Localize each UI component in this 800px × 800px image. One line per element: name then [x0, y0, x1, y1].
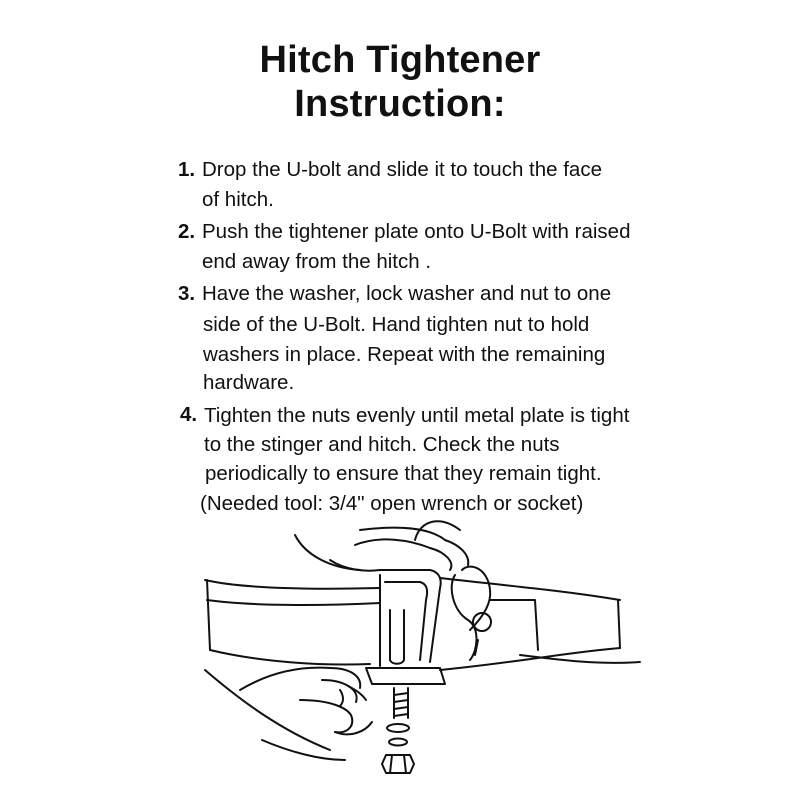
step-number: 4.	[180, 403, 198, 426]
stinger-bar	[439, 577, 641, 671]
step-text-line: Have the washer, lock washer and nut to …	[202, 282, 612, 305]
step-number: 3.	[178, 282, 196, 305]
u-bolt	[389, 609, 409, 719]
step-number: 1.	[178, 158, 196, 181]
hitch-receiver	[204, 579, 381, 666]
tightener-plate	[365, 569, 446, 685]
step-text-line: of hitch.	[202, 188, 274, 211]
tool-note: (Needed tool: 3/4" open wrench or socket…	[200, 492, 584, 515]
step-text-line: end away from the hitch .	[202, 250, 432, 273]
washers-and-nut	[381, 723, 415, 774]
washer-icon	[386, 723, 410, 733]
step-text-line: side of the U-Bolt. Hand tighten nut to …	[203, 313, 590, 336]
upper-hands	[294, 520, 470, 572]
hitch-pin-clip-icon	[450, 565, 492, 661]
step-text-line: Tighten the nuts evenly until metal plat…	[204, 404, 630, 427]
step-text-line: washers in place. Repeat with the remain…	[203, 343, 606, 366]
lower-hand	[204, 666, 373, 761]
step-text-line: hardware.	[203, 371, 295, 394]
title-line-1: Hitch Tightener	[259, 39, 541, 81]
step-text-line: to the stinger and hitch. Check the nuts	[204, 433, 560, 456]
step-number: 2.	[178, 220, 196, 243]
lock-washer-icon	[388, 737, 408, 747]
step-text-line: Push the tightener plate onto U-Bolt wit…	[202, 220, 631, 243]
step-text-line: periodically to ensure that they remain …	[205, 462, 602, 485]
title-line-2: Instruction:	[294, 83, 506, 125]
nut-icon	[381, 754, 415, 774]
step-text-line: Drop the U-bolt and slide it to touch th…	[202, 158, 602, 181]
